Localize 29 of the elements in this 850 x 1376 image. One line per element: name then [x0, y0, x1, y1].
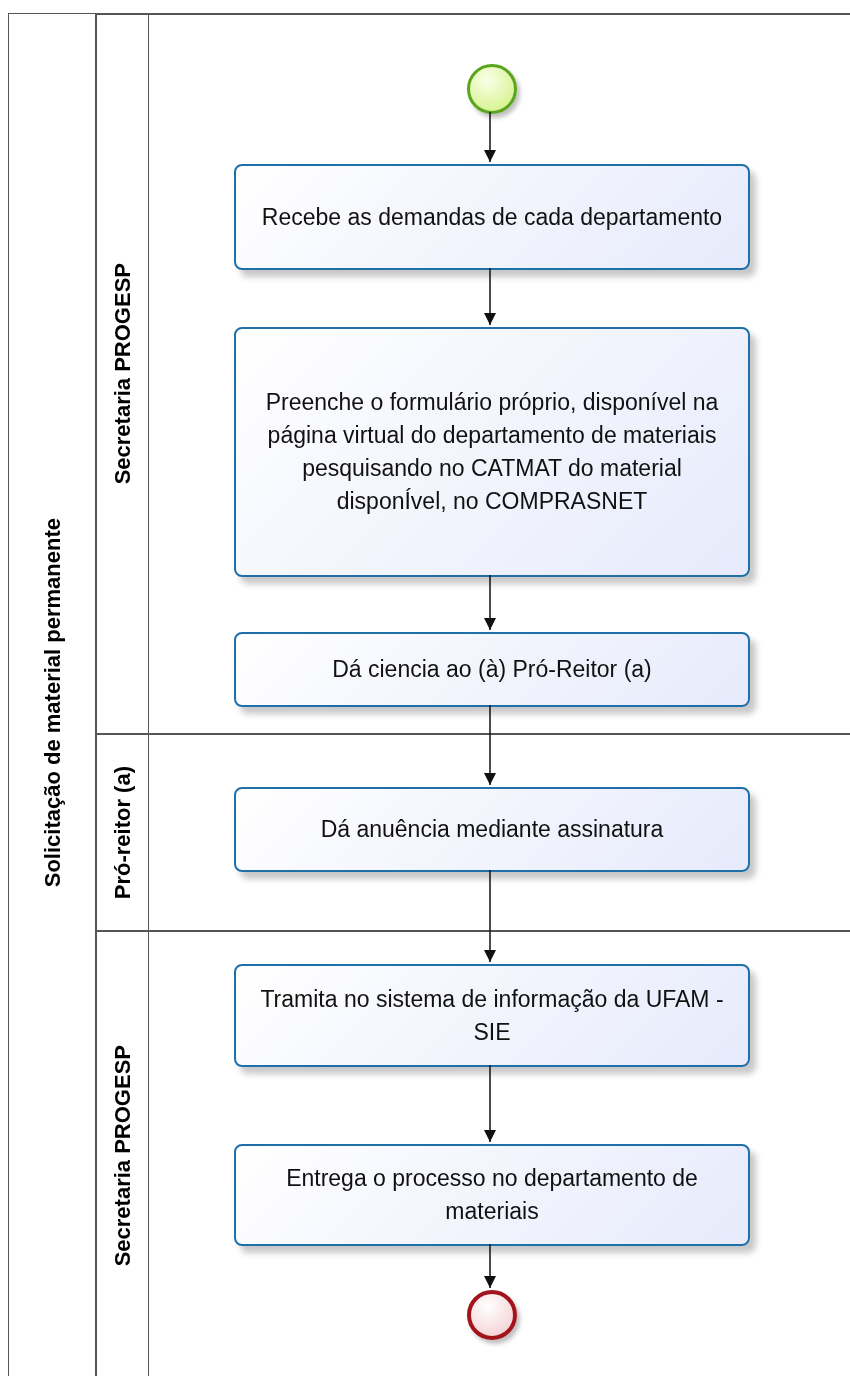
arrow — [484, 869, 496, 963]
task-box — [234, 964, 750, 1067]
arrow — [484, 111, 496, 163]
lane-title: Secretaria PROGESP — [109, 263, 136, 485]
start-event — [467, 64, 517, 114]
task-label: Dá anuência mediante assinatura — [320, 815, 664, 844]
lane-title: Secretaria PROGESP — [109, 1045, 136, 1267]
arrow — [484, 574, 496, 631]
arrow — [484, 1243, 496, 1289]
task-box — [234, 787, 750, 872]
task-label: Dá ciencia ao (à) Pró-Reitor (a) — [332, 655, 652, 684]
swimlane — [96, 14, 850, 734]
pool — [8, 13, 850, 1376]
arrow — [484, 267, 496, 326]
task-box — [234, 1144, 750, 1246]
swimlane — [96, 931, 850, 1376]
swimlane — [96, 734, 850, 931]
pool-title: Solicitação de material permanente — [38, 518, 66, 888]
end-event — [467, 1290, 517, 1340]
lane-title: Pró-reitor (a) — [109, 765, 136, 900]
task-label: Recebe as demandas de cada departamento — [261, 202, 723, 232]
task-label: Entrega o processo no departamento de materiais — [285, 1164, 699, 1226]
arrow — [484, 1064, 496, 1143]
task-label: Preenche o formulário próprio, disponível na página virtual do departamento de materiais pesquisando no CATMAT do material disponÍvel, no COMPRASNET — [264, 388, 720, 516]
task-label: Tramita no sistema de informação da UFAM - SIE — [259, 984, 725, 1047]
arrow — [484, 704, 496, 786]
task-box — [234, 632, 750, 707]
task-box — [234, 164, 750, 270]
task-box — [234, 327, 750, 577]
